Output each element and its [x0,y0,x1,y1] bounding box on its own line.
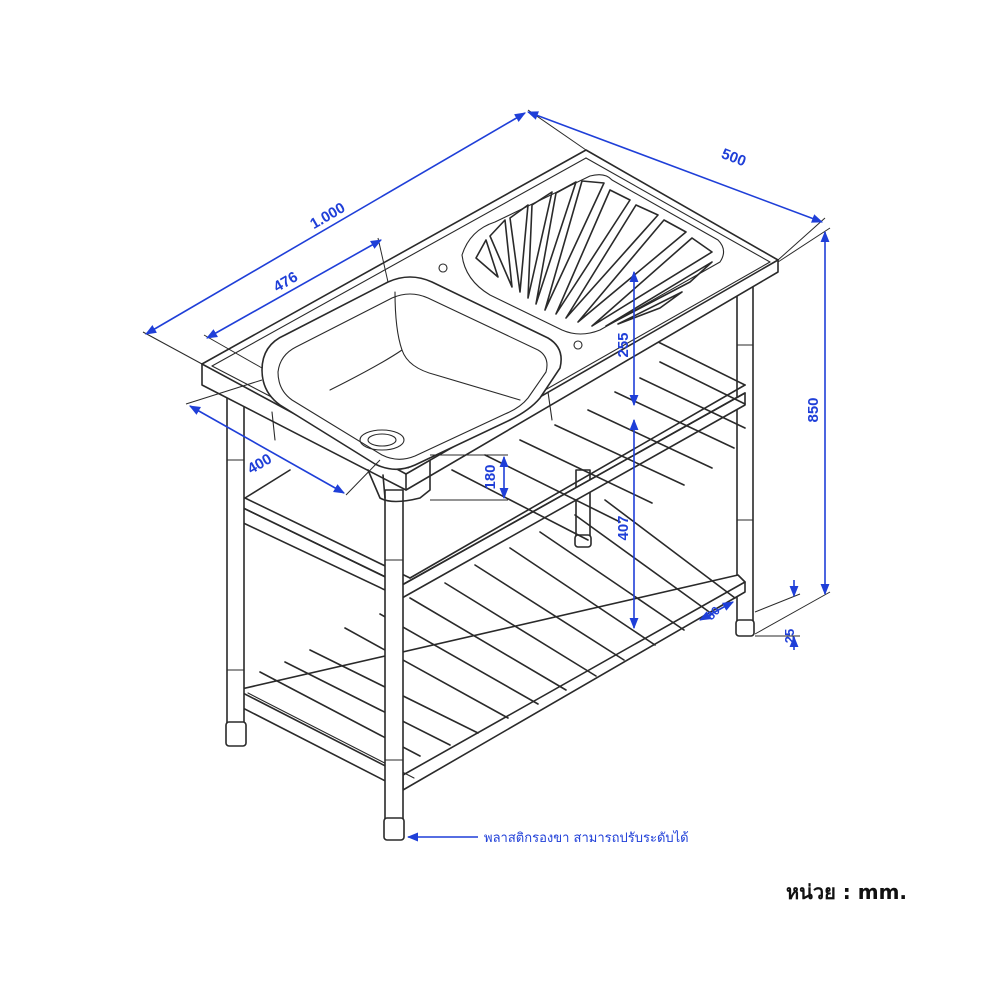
dim-bowl-depth-label: 180 [482,464,499,489]
unit-label: หน่วย : mm. [786,880,908,904]
dim-rim-to-shelf-label: 255 [615,332,632,357]
dimension-lines [142,109,831,842]
dim-bowl-width-label: 400 [245,450,275,477]
dim-width-label: 500 [719,145,748,170]
dim-bowl-length-label: 476 [271,268,301,295]
adjustable-foot-note: พลาสติกรองขา สามารถปรับระดับได้ [484,830,689,846]
dim-leg-adjust-label: 25 [782,629,797,643]
dim-height-label: 850 [805,397,822,422]
dim-shelf-to-floor-label: 407 [615,515,632,540]
